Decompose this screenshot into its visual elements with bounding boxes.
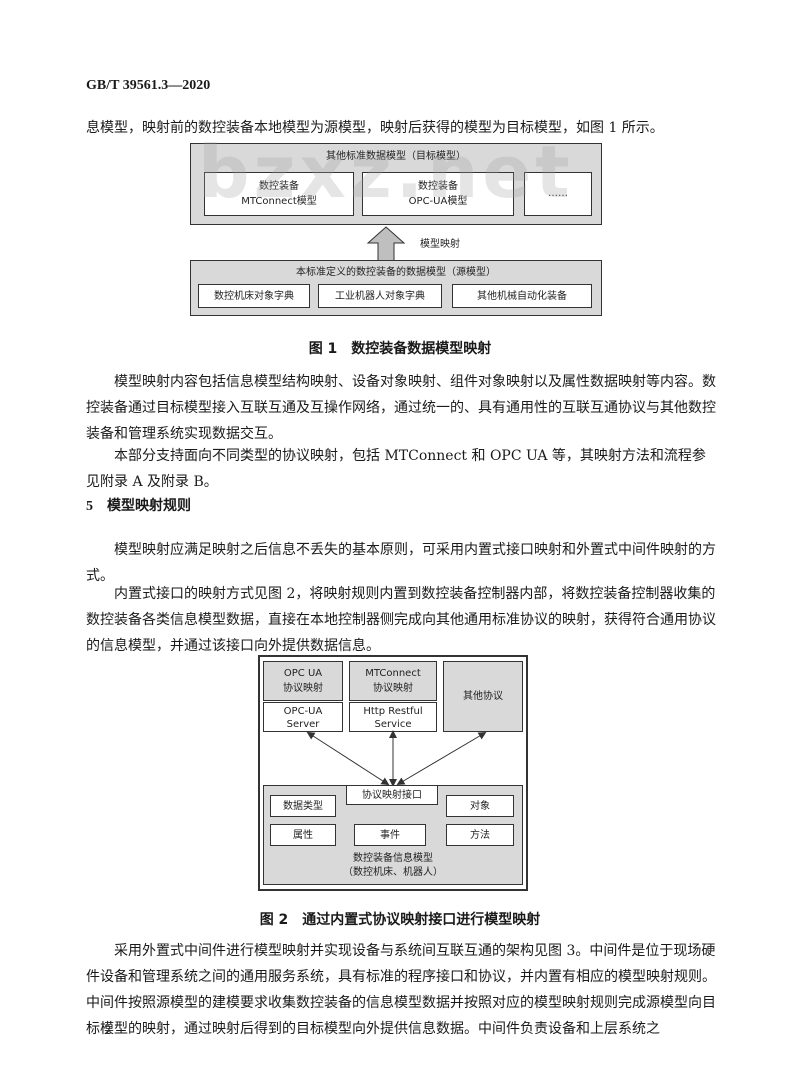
opcua-server-line2: Server [286,719,320,730]
mtconnect-mapping-line1: MTConnect [365,668,421,679]
paragraph-external-middleware: 采用外置式中间件进行模型映射并实现设备与系统间互联互通的架构见图 3。中间件是位… [86,943,716,1037]
event-box: 事件 [354,824,426,846]
arrow-opcua-to-interface [306,731,390,786]
figure-1-caption: 图 1 数控装备数据模型映射 [308,341,492,357]
source-item-1-label: 数控机床对象字典 [214,291,294,302]
attribute-box: 属性 [270,824,336,846]
target-item-1-line1: 数控装备 [259,181,299,192]
target-item-1-line2: MTConnect模型 [241,196,317,207]
object-box: 对象 [446,795,514,817]
source-item-cnc: 数控机床对象字典 [198,284,310,308]
target-item-2-line2: OPC-UA模型 [408,196,468,207]
up-arrow-icon [366,226,406,262]
target-item-3-ellipsis: …… [548,188,568,199]
source-item-robot: 工业机器人对象字典 [318,284,442,308]
info-model-title-line2: （数控机床、机器人） [343,867,443,878]
mtconnect-mapping-box: MTConnect 协议映射 [349,661,437,701]
source-item-3-label: 其他机械自动化装备 [477,291,567,302]
http-service-line1: Http Restful [363,706,423,717]
arrow-other-to-interface [396,731,487,786]
info-model-title-line1: 数控装备信息模型 [353,853,433,864]
other-protocols-box: 其他协议 [443,661,523,732]
intro-paragraph: 息模型，映射前的数控装备本地模型为源模型，映射后获得的模型为目标模型，如图 1 … [86,120,664,136]
page-number: 2 [104,1023,112,1037]
protocol-mapping-interface-label: 协议映射接口 [362,790,422,801]
mtconnect-mapping-line2: 协议映射 [373,683,413,694]
opcua-mapping-line2: 协议映射 [283,683,323,694]
opcua-mapping-box: OPC UA 协议映射 [263,661,343,701]
figure-2-frame [258,655,528,891]
opcua-server-box: OPC-UA Server [263,702,343,732]
mtconnect-model-box: 数控装备 MTConnect模型 [204,172,354,216]
target-model-title: 其他标准数据模型（目标模型） [326,151,466,162]
source-model-title: 本标准定义的数控装备的数据模型（源模型） [296,267,496,278]
paragraph-builtin-interface: 内置式接口的映射方式见图 2，将映射规则内置到数控装备控制器内部，将数控装备控制… [86,586,716,654]
section-title: 模型映射规则 [107,498,191,514]
standard-number-header: GB/T 39561.3—2020 [86,78,211,93]
section-number: 5 [86,499,93,514]
http-service-line2: Service [374,719,412,730]
attribute-label: 属性 [293,830,313,841]
paragraph-protocol-support: 本部分支持面向不同类型的协议映射，包括 MTConnect 和 OPC UA 等… [86,448,706,490]
method-box: 方法 [446,824,514,846]
opcua-server-line1: OPC-UA [283,706,323,717]
data-type-label: 数据类型 [283,801,323,812]
other-target-model-box: …… [524,172,592,216]
protocol-mapping-interface-box: 协议映射接口 [346,785,438,805]
opcua-mapping-line1: OPC UA [283,668,323,679]
paragraph-model-mapping-content: 模型映射内容包括信息模型结构映射、设备对象映射、组件对象映射以及属性数据映射等内… [86,374,716,442]
figure-2-caption: 图 2 通过内置式协议映射接口进行模型映射 [259,912,541,928]
model-mapping-label: 模型映射 [420,239,460,250]
method-label: 方法 [470,830,490,841]
data-type-box: 数据类型 [270,795,336,817]
object-label: 对象 [470,801,490,812]
mapping-arrows [306,730,487,787]
opcua-model-box: 数控装备 OPC-UA模型 [362,172,514,216]
http-restful-service-box: Http Restful Service [349,702,437,732]
source-item-2-label: 工业机器人对象字典 [335,291,425,302]
target-item-2-line1: 数控装备 [418,181,458,192]
event-label: 事件 [380,830,400,841]
paragraph-mapping-principle: 模型映射应满足映射之后信息不丢失的基本原则，可采用内置式接口映射和外置式中间件映… [86,542,716,584]
source-item-other: 其他机械自动化装备 [452,284,592,308]
section-5-heading: 5 模型映射规则 [86,495,191,515]
other-protocols-label: 其他协议 [463,691,503,702]
